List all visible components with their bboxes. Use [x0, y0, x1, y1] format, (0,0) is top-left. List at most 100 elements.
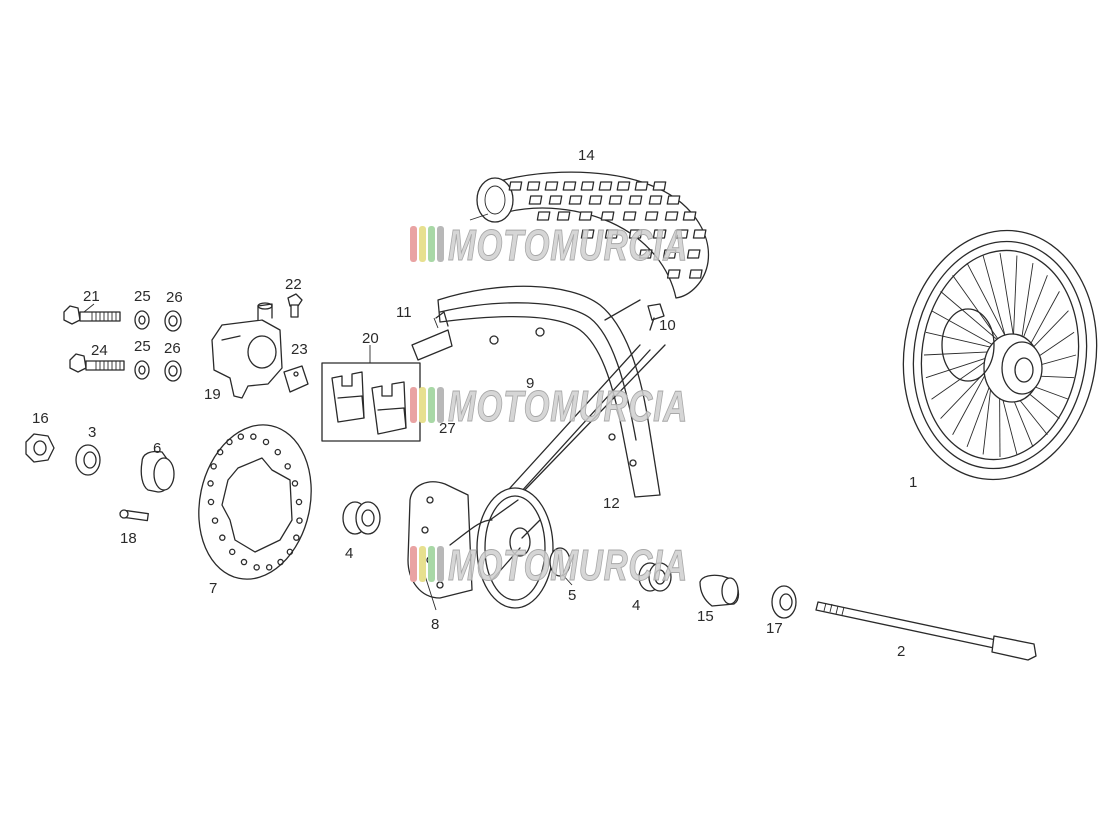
callout-26b: 26 [164, 340, 181, 357]
part-caliper [211, 302, 283, 399]
disc-hole [228, 548, 236, 556]
callout-4b: 4 [632, 597, 640, 614]
disc-hole [237, 433, 245, 440]
spoke [925, 331, 998, 350]
part-rods [489, 299, 666, 516]
watermark-stripe-3 [428, 226, 435, 262]
callout-6: 6 [153, 440, 161, 457]
tread-block [608, 195, 623, 205]
part-screw-18 [119, 509, 149, 522]
tread-block [578, 211, 593, 221]
watermark-stripe-2 [419, 546, 426, 582]
part-bushing-6 [140, 450, 175, 493]
tread-block [664, 211, 679, 221]
part-bearing-4b [638, 562, 672, 592]
watermark-stripe-3 [428, 546, 435, 582]
tread-block [674, 229, 689, 239]
callout-10: 10 [659, 317, 676, 334]
callout-11: 11 [396, 304, 412, 321]
spoke [982, 255, 1009, 346]
callout-7: 7 [209, 580, 217, 597]
tread-block [628, 195, 643, 205]
watermark-stripe-1 [410, 546, 417, 582]
watermark-stripe-4 [437, 226, 444, 262]
part-spacer-5 [549, 547, 571, 577]
tread-block [628, 229, 643, 239]
tread-block [508, 181, 523, 191]
watermark-stripe-2 [419, 387, 426, 423]
tread-block [652, 181, 667, 191]
watermark-stripe-3 [428, 387, 435, 423]
part-fender [437, 285, 661, 498]
spoke [966, 262, 1010, 345]
tread-block [622, 211, 637, 221]
spoke [931, 310, 996, 347]
callouts: 14 1 2 3 4 4 5 6 7 8 9 10 11 12 15 16 17… [32, 147, 917, 660]
tread-block [568, 195, 583, 205]
part-axle [815, 601, 1037, 661]
callout-1: 1 [909, 474, 917, 491]
tread-block [536, 211, 551, 221]
wheel-spokes [923, 252, 1077, 458]
part-nut-26b [164, 360, 182, 382]
part-tyre [476, 171, 710, 299]
tread-block [600, 211, 615, 221]
tread-block [662, 249, 677, 259]
part-strip [411, 311, 453, 361]
part-spacer-3 [75, 444, 101, 476]
tread-block [686, 249, 701, 259]
callout-8: 8 [431, 616, 439, 633]
disc-hole [262, 438, 270, 446]
callout-15: 15 [697, 608, 714, 625]
tread-block [544, 181, 559, 191]
part-washer-25b [134, 360, 150, 380]
callout-5: 5 [568, 587, 576, 604]
tread-block [526, 181, 541, 191]
watermark-stripe-4 [437, 546, 444, 582]
tread-block [648, 195, 663, 205]
tread-block [666, 269, 681, 279]
callout-12: 12 [603, 495, 620, 512]
spoke [952, 367, 990, 435]
part-bearing-4a [342, 501, 381, 535]
watermark-middle: MOTOMURCIA [410, 382, 688, 432]
tread-block [666, 195, 681, 205]
tread-block [580, 181, 595, 191]
callout-21: 21 [83, 288, 100, 305]
tread-block [692, 229, 707, 239]
part-axle-nut [25, 433, 55, 463]
watermark-stripe-1 [410, 387, 417, 423]
callout-24: 24 [91, 342, 108, 359]
disc-hole [284, 463, 291, 470]
watermark-stripe-4 [437, 387, 444, 423]
watermark-text: MOTOMURCIA [448, 382, 688, 431]
part-nut-26a [164, 310, 182, 332]
tread-block [562, 181, 577, 191]
callout-3: 3 [88, 424, 96, 441]
disc-hole [291, 480, 299, 487]
disc-hole [219, 534, 226, 541]
watermark-stripe-2 [419, 226, 426, 262]
watermark-text: MOTOMURCIA [448, 541, 688, 590]
callout-26a: 26 [166, 289, 183, 306]
spoke [923, 351, 992, 356]
tread-block [688, 269, 703, 279]
tread-block [652, 229, 667, 239]
disc-hole [240, 558, 248, 566]
tread-block [644, 211, 659, 221]
callout-17: 17 [766, 620, 783, 637]
part-bolt-21 [63, 305, 121, 325]
disc-hole [286, 548, 294, 556]
tread-block [556, 211, 571, 221]
watermark-bottom: MOTOMURCIA [410, 541, 688, 591]
part-washer-25a [134, 310, 150, 330]
callout-2: 2 [897, 643, 905, 660]
disc-hole [295, 498, 303, 506]
callout-19: 19 [204, 386, 221, 403]
disc-hole [226, 438, 233, 446]
disc-hole [211, 517, 219, 524]
callout-23: 23 [291, 341, 308, 358]
watermark-text: MOTOMURCIA [448, 221, 688, 270]
disc-hole [207, 480, 214, 487]
disc-hole [250, 433, 257, 440]
